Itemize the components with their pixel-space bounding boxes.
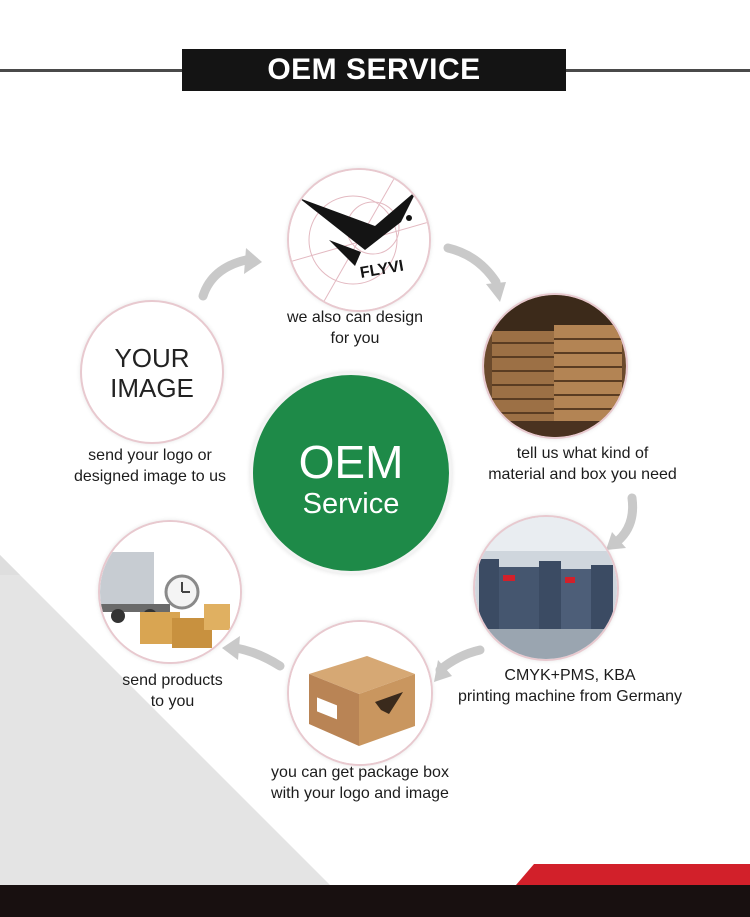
ship-circle: [98, 520, 242, 664]
material-circle: [482, 293, 628, 439]
caption-design: we also can design for you: [286, 309, 424, 347]
center-title: OEM: [298, 436, 404, 488]
bottom-bar: [0, 885, 750, 917]
cardboard-stack-image: [484, 295, 626, 437]
arrow-package-to-ship: [231, 643, 285, 671]
header-title: OEM SERVICE: [182, 49, 566, 91]
header-line-left: [0, 69, 184, 72]
your-image-line2: IMAGE: [110, 373, 194, 403]
header-line-right: [564, 69, 750, 72]
caption-logo: send your logo or designed image to us: [73, 447, 227, 485]
truck-and-boxes-image: [100, 522, 240, 662]
center-subtitle: Service: [302, 488, 400, 520]
caption-printing: CMYK+PMS, KBA printing machine from Germ…: [457, 667, 683, 705]
flying-logo-sketch: FLYVI: [289, 170, 429, 310]
design-circle: FLYVI: [287, 168, 431, 312]
package-circle: [287, 620, 433, 766]
package-box-image: [289, 622, 431, 764]
arrow-logo-to-design: [198, 255, 251, 301]
caption-ship: send products to you: [122, 672, 223, 710]
caption-material: tell us what kind of material and box yo…: [488, 445, 677, 483]
caption-package: you can get package box with your logo a…: [271, 764, 449, 802]
arrow-design-to-material: [443, 243, 501, 287]
your-image-circle: YOUR IMAGE: [80, 300, 224, 444]
your-image-line1: YOUR: [114, 343, 190, 373]
center-oem-circle: OEM Service: [250, 372, 452, 574]
